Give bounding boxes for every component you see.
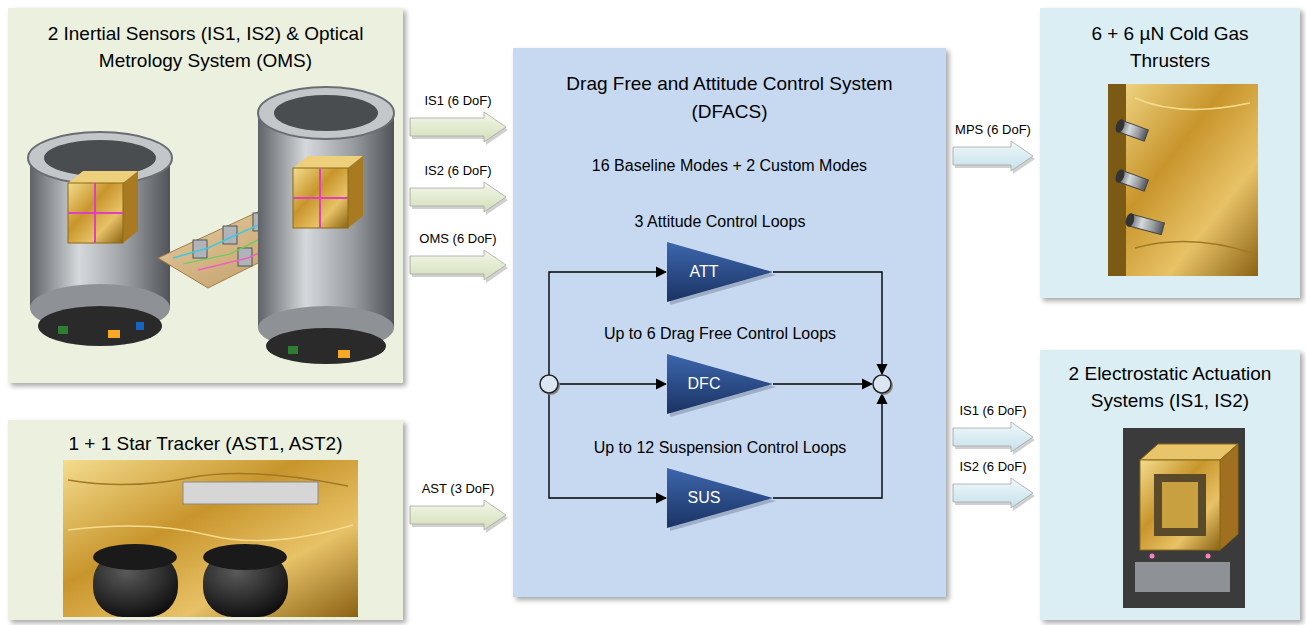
- block-arrow-group: [410, 250, 508, 283]
- illustration-part: [288, 346, 298, 354]
- illustration-part: [1124, 212, 1135, 228]
- panel-subtitle: 16 Baseline Modes + 2 Custom Modes: [530, 156, 930, 176]
- actuator-panel: 2 Electrostatic Actuation Systems (IS1, …: [1040, 350, 1300, 620]
- block-arrow: [410, 500, 506, 530]
- illustration-part: [203, 544, 287, 570]
- illustration-part: [773, 383, 872, 384]
- signal-label: IS2 (6 DoF): [424, 163, 491, 179]
- illustration-part: [274, 95, 378, 131]
- star-tracker-panel: 1 + 1 Star Tracker (AST1, AST2): [8, 420, 403, 620]
- panel-title: 2 Inertial Sensors (IS1, IS2) & Optical …: [21, 20, 391, 74]
- illustration-part: [558, 383, 666, 384]
- illustration-part: [38, 306, 162, 346]
- triangle-shape: [667, 242, 777, 306]
- illustration-part: [1150, 554, 1155, 559]
- signal-label: MPS (6 DoF): [955, 122, 1031, 138]
- illustration-part: [1162, 482, 1198, 528]
- control-loop-wiring: [513, 48, 946, 597]
- illustration-part: [1220, 444, 1238, 550]
- illustration-part: [183, 236, 266, 264]
- illustration-part: [338, 350, 350, 358]
- block-arrow: [953, 141, 1033, 171]
- block-arrow: [410, 250, 506, 280]
- illustration-part: [108, 330, 120, 338]
- illustration-part: [1206, 554, 1211, 559]
- illustration-part: [93, 544, 177, 570]
- block-arrow-group: [410, 182, 508, 215]
- block-arrow: [410, 182, 506, 212]
- triangle-shape: [667, 354, 777, 418]
- illustration-part: [348, 156, 363, 228]
- panel-title: 6 + 6 µN Cold Gas Thrusters: [1065, 20, 1275, 74]
- illustration-part: [549, 272, 882, 498]
- illustration-part: [1108, 84, 1258, 276]
- illustration-part: [293, 168, 348, 228]
- illustration-part: [1114, 168, 1126, 184]
- illustration-part: [1154, 474, 1206, 536]
- signal-label: IS1 (6 DoF): [959, 403, 1026, 419]
- illustration-part: [123, 171, 138, 243]
- controller-label: SUS: [667, 488, 741, 508]
- illustration-part: [873, 375, 891, 393]
- illustration-part: [1135, 98, 1250, 109]
- controller-label: DFC: [667, 374, 741, 394]
- block-arrow-group: [410, 500, 508, 533]
- controller-triangle: 3 Attitude Control LoopsATT: [667, 242, 773, 302]
- illustration-part: [1135, 562, 1230, 592]
- illustration-part: [63, 460, 358, 617]
- block-arrow-group: [410, 112, 508, 145]
- illustration-part: [28, 132, 172, 184]
- loop-heading: 3 Attitude Control Loops: [635, 212, 806, 232]
- illustration-part: [1140, 460, 1220, 550]
- illustration-part: [68, 525, 353, 541]
- illustration-part: [549, 272, 666, 375]
- illustration-part: [258, 113, 394, 328]
- illustration-part: [68, 183, 123, 243]
- illustration-part: [44, 140, 156, 176]
- loop-heading: Up to 12 Suspension Control Loops: [594, 438, 847, 458]
- loop-heading: Up to 6 Drag Free Control Loops: [604, 324, 836, 344]
- controller-label: ATT: [667, 262, 741, 282]
- controller-triangle: Up to 12 Suspension Control LoopsSUS: [667, 468, 773, 528]
- panel-title: 2 Electrostatic Actuation Systems (IS1, …: [1050, 360, 1290, 414]
- block-arrow: [410, 112, 506, 142]
- illustration-part: [183, 482, 318, 504]
- signal-label: IS2 (6 DoF): [959, 459, 1026, 475]
- signal-label: IS1 (6 DoF): [424, 93, 491, 109]
- triangle-body: [667, 468, 773, 528]
- signal-label: AST (3 DoF): [422, 481, 495, 497]
- illustration-part: [258, 87, 394, 139]
- illustration-part: [94, 183, 96, 243]
- controller-panel: Drag Free and Attitude Control System (D…: [513, 48, 946, 597]
- illustration-part: [540, 375, 558, 393]
- illustration-part: [773, 272, 882, 374]
- block-arrow: [953, 478, 1033, 508]
- panel-title: Drag Free and Attitude Control System (D…: [540, 70, 920, 126]
- triangle-shape: [667, 468, 777, 532]
- sensor-panel: 2 Inertial Sensors (IS1, IS2) & Optical …: [8, 8, 403, 383]
- illustration-part: [1123, 428, 1245, 608]
- block-arrow-group: [953, 422, 1035, 455]
- illustration-part: [1124, 212, 1164, 235]
- thruster-panel: 6 + 6 µN Cold Gas Thrusters: [1040, 8, 1300, 298]
- illustration-part: [58, 326, 68, 334]
- illustration-part: [1114, 168, 1149, 192]
- illustration-part: [136, 322, 144, 330]
- block-arrow: [953, 422, 1033, 452]
- illustration-part: [1114, 118, 1126, 134]
- signal-label: OMS (6 DoF): [419, 231, 496, 247]
- illustration-part: [319, 168, 321, 228]
- triangle-body: [667, 354, 773, 414]
- illustration-part: [266, 328, 386, 364]
- block-arrow-group: [953, 478, 1035, 511]
- panel-title: 1 + 1 Star Tracker (AST1, AST2): [16, 431, 396, 457]
- triangle-body: [667, 242, 773, 302]
- block-arrow-group: [953, 141, 1035, 174]
- controller-triangle: Up to 6 Drag Free Control LoopsDFC: [667, 354, 773, 414]
- illustration-part: [1135, 242, 1252, 253]
- illustration-part: [1114, 118, 1149, 142]
